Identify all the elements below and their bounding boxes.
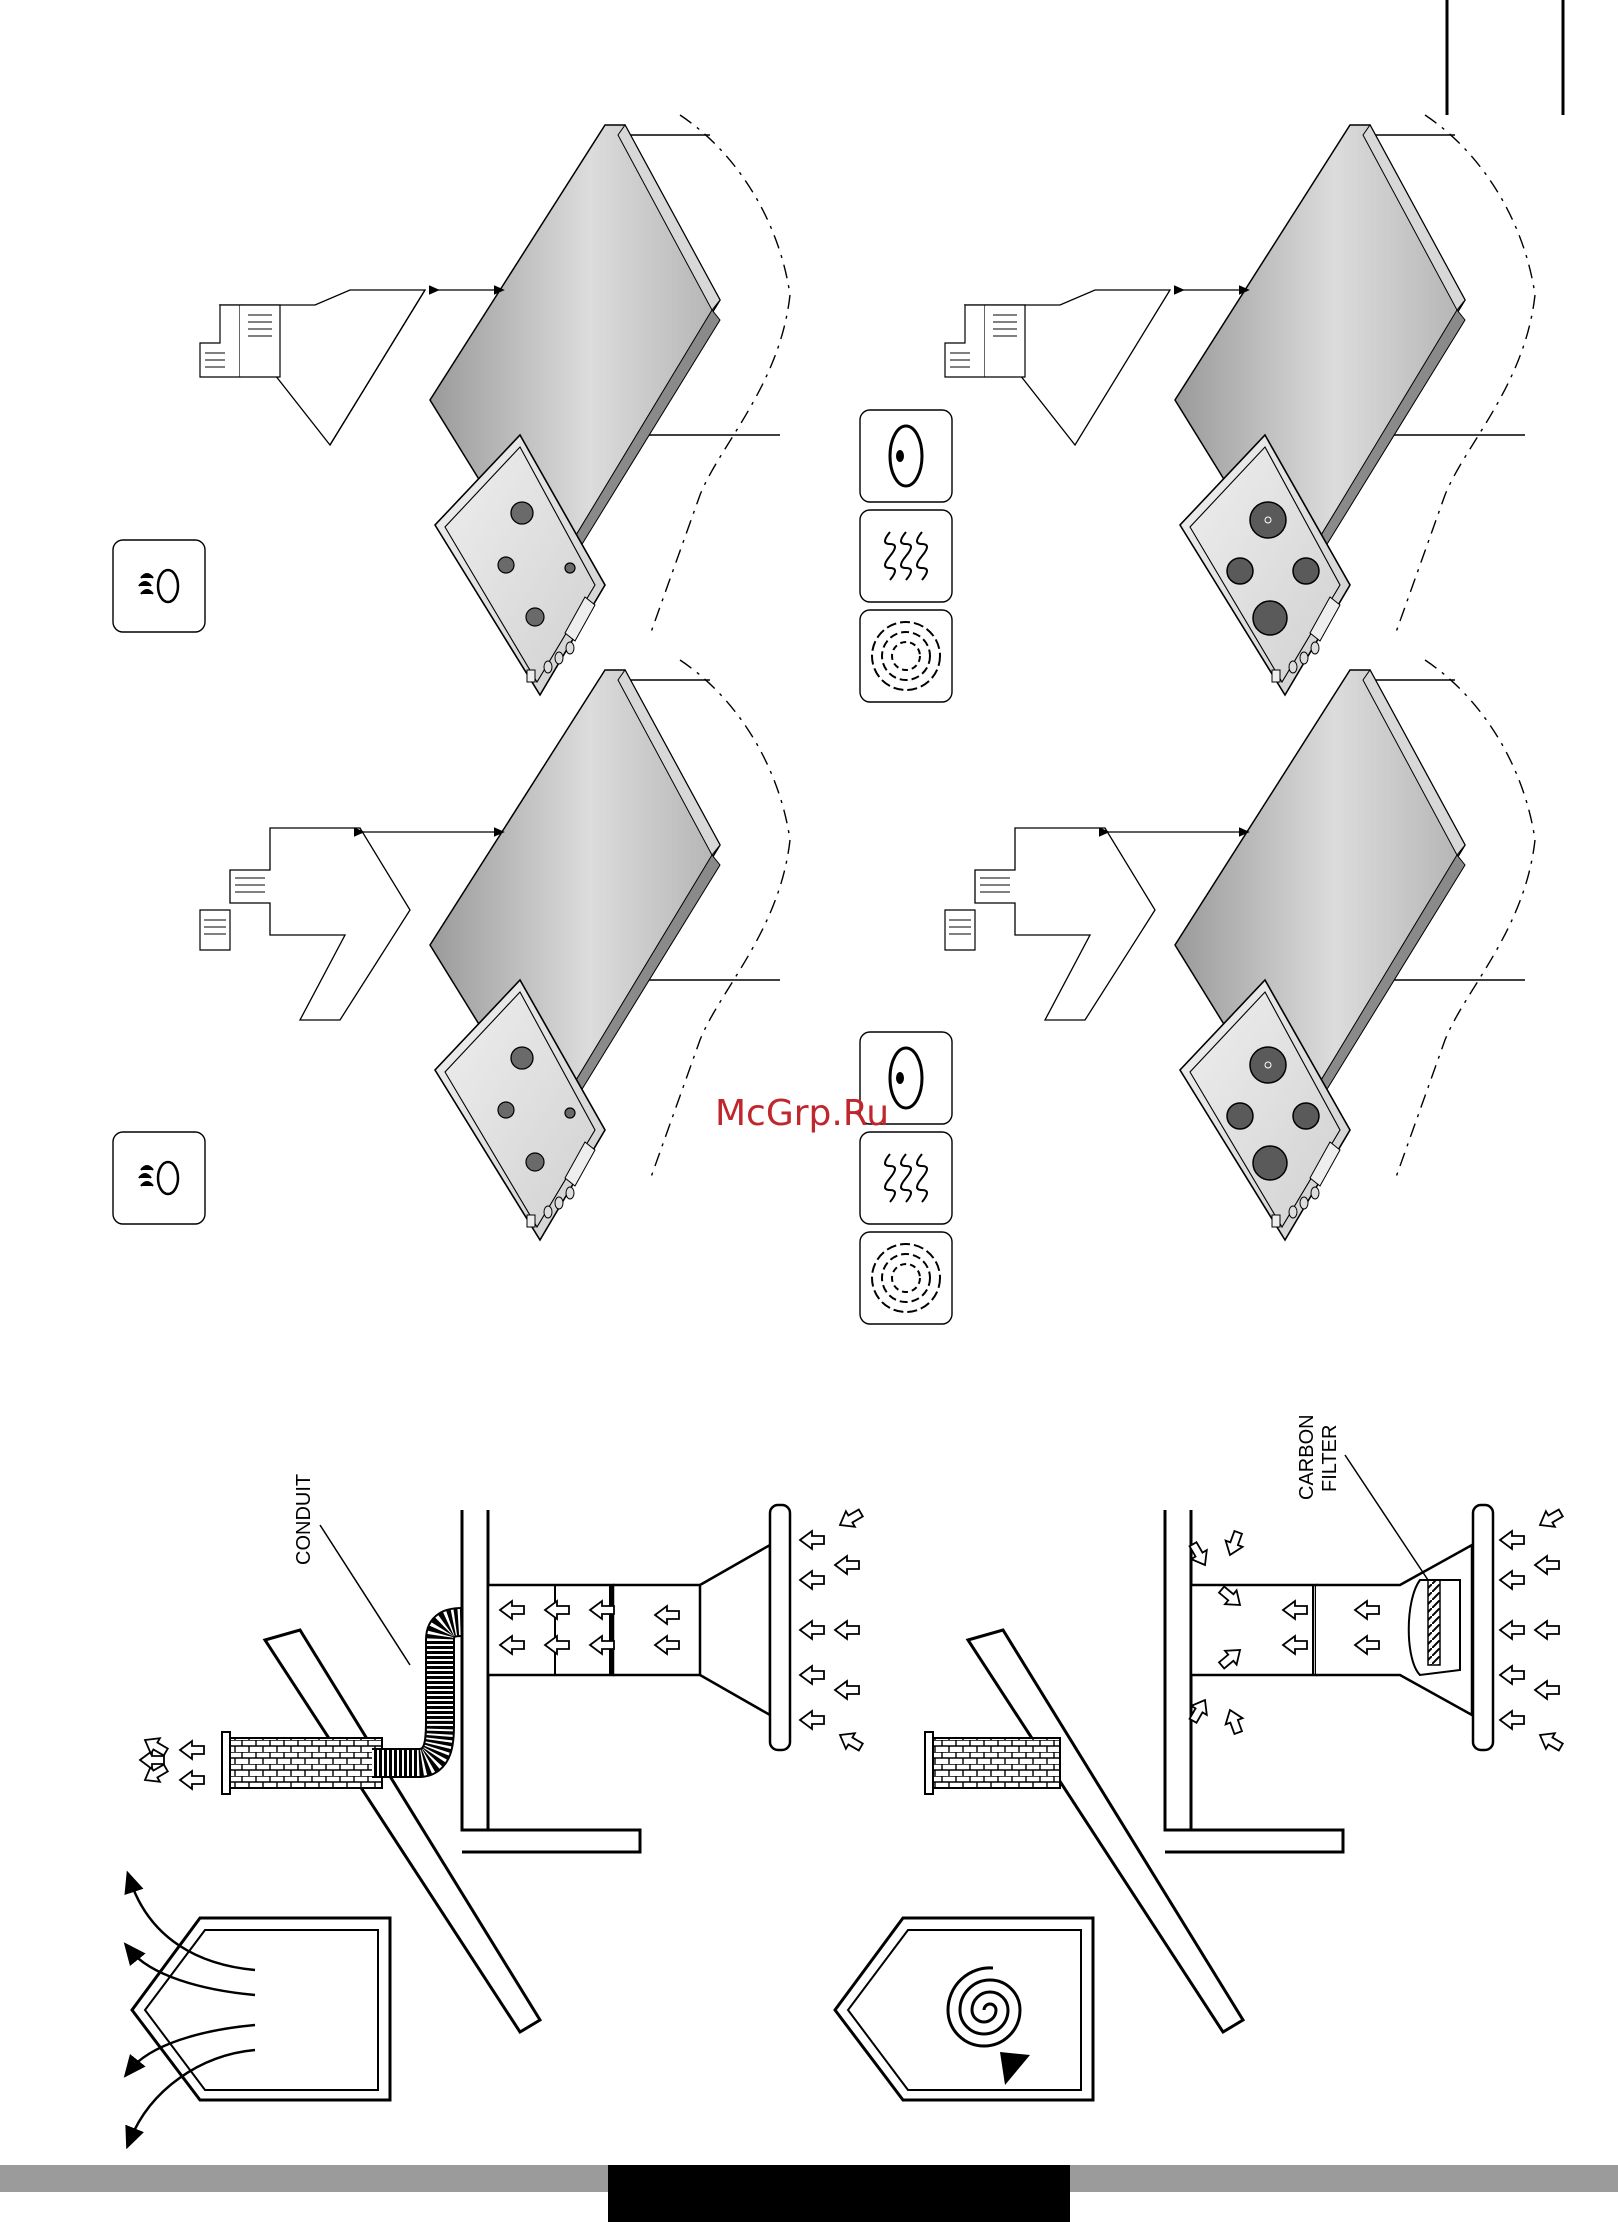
flexible-conduit <box>372 1622 462 1763</box>
filter-label: FILTER <box>1319 1425 1341 1492</box>
solid-plate-icon <box>860 410 952 502</box>
house-outline <box>130 1880 390 2140</box>
ducted-extraction-diagram: CONDUIT <box>130 1474 865 2140</box>
conduit-label: CONDUIT <box>293 1474 315 1565</box>
gas-burner-icon <box>113 1132 205 1224</box>
electric-icon-column-mid <box>860 1032 952 1324</box>
recirculation-spiral-icon <box>948 1968 1020 2046</box>
gas-burner-icon <box>113 540 205 632</box>
watermark-text: McGrp.Ru <box>715 1093 889 1134</box>
halogen-ring-icon <box>860 610 952 702</box>
radiant-coil-icon <box>860 1132 952 1224</box>
radiant-coil-icon <box>860 510 952 602</box>
electric-hob-installation-top <box>945 115 1535 695</box>
electric-icon-column-top <box>860 410 952 702</box>
footer-bar <box>0 2165 1618 2222</box>
electric-hob-installation-mid <box>945 660 1535 1240</box>
house-outline <box>835 1918 1093 2100</box>
page-tab-marker <box>1447 0 1563 115</box>
recirculating-filter-diagram: CARBON FILTER <box>835 1414 1565 2100</box>
halogen-ring-icon <box>860 1232 952 1324</box>
carbon-label: CARBON <box>1296 1414 1318 1500</box>
gas-hob-installation-mid <box>200 660 790 1240</box>
gas-hob-installation-top <box>200 115 790 695</box>
